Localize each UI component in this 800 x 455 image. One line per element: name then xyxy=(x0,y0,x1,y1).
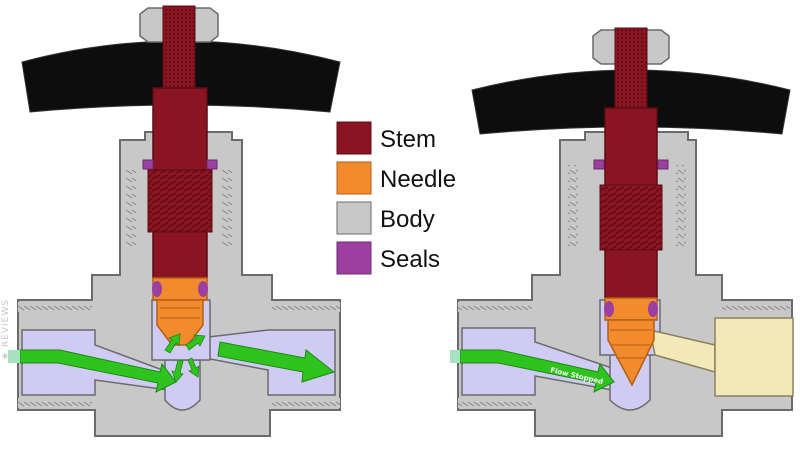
port-thread-left xyxy=(18,302,92,312)
legend-swatch-stem xyxy=(336,121,372,155)
inlet-marker xyxy=(8,350,20,363)
port-thread-left xyxy=(458,302,532,312)
inlet-marker xyxy=(450,350,460,363)
legend-label-seals: Seals xyxy=(380,246,440,273)
legend-label-needle: Needle xyxy=(380,166,456,193)
port-thread-right xyxy=(272,302,340,312)
seal xyxy=(648,301,658,317)
stem-top-thread xyxy=(162,5,196,91)
seal xyxy=(604,301,614,317)
port-thread-left-bottom xyxy=(458,398,532,408)
valve-closed: Flow Stopped xyxy=(450,27,794,437)
stem-thread xyxy=(599,184,663,251)
swirl-arrows-icon xyxy=(164,333,206,383)
legend-label-body: Body xyxy=(380,206,435,233)
valve-open xyxy=(8,5,341,437)
legend-item-seals: Seals xyxy=(336,241,440,275)
flow-arrow-stopped xyxy=(459,349,615,393)
seal xyxy=(152,281,162,297)
port-thread-right-bottom xyxy=(272,398,340,408)
stem-top-thread xyxy=(614,27,648,109)
legend-swatch-seals xyxy=(336,241,372,275)
flow-arrow-outlet xyxy=(217,341,336,383)
flow-arrow-inlet xyxy=(19,349,177,393)
seal xyxy=(593,159,605,170)
stem-thread xyxy=(147,169,213,233)
needle-tip xyxy=(607,319,655,387)
seal xyxy=(198,281,208,297)
legend-item-needle: Needle xyxy=(336,161,456,195)
legend-swatch-needle xyxy=(336,161,372,195)
seal xyxy=(657,159,669,170)
seal xyxy=(206,159,218,170)
legend-label-stem: Stem xyxy=(380,126,436,153)
seal xyxy=(142,159,154,170)
port-thread-left-bottom xyxy=(18,398,92,408)
legend-item-stem: Stem xyxy=(336,121,436,155)
outlet-fitting xyxy=(714,317,794,397)
bonnet-thread-right xyxy=(676,165,686,250)
legend-swatch-body xyxy=(336,201,372,235)
legend-item-body: Body xyxy=(336,201,435,235)
bonnet-thread-left xyxy=(568,165,578,250)
port-thread-right xyxy=(722,302,790,312)
legend: Stem Needle Body Seals xyxy=(336,121,456,275)
bonnet-thread-left xyxy=(126,170,136,250)
side-watermark: ★ REVIEWS xyxy=(1,299,11,360)
bonnet-thread-right xyxy=(222,170,232,250)
